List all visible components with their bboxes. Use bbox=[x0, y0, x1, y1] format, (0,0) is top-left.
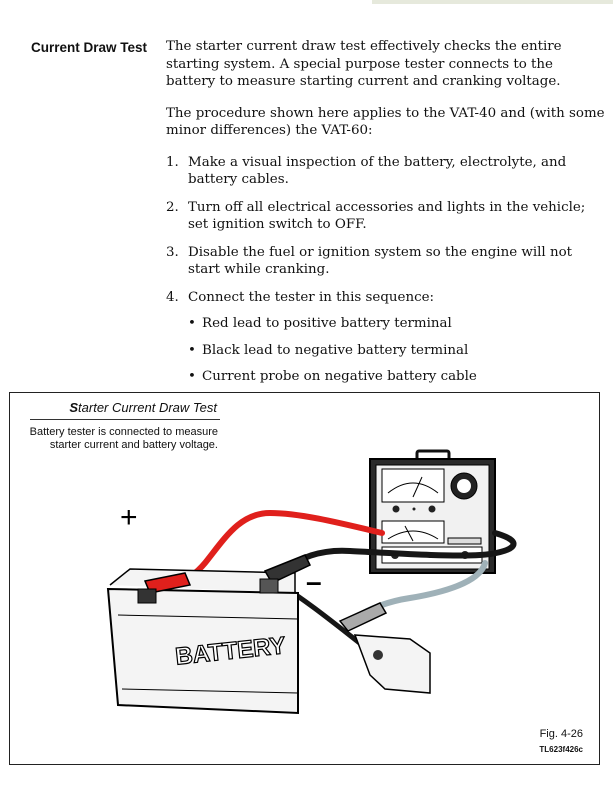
step-number: 4. bbox=[166, 289, 179, 305]
switch-row bbox=[447, 537, 482, 545]
battery-tester-illustration: BATTERY + – bbox=[106, 449, 517, 715]
negative-sign: – bbox=[306, 566, 322, 597]
step-text: Make a visual inspection of the battery,… bbox=[188, 154, 567, 188]
figure-title-initial: S bbox=[69, 400, 79, 415]
battery: BATTERY bbox=[106, 568, 299, 715]
black-lead bbox=[277, 530, 517, 574]
bullet-item: • Red lead to positive battery terminal bbox=[186, 315, 606, 333]
bullet-dot-icon: • bbox=[188, 342, 196, 358]
step-text: Disable the fuel or ignition system so t… bbox=[188, 244, 573, 278]
figure-title-rule bbox=[30, 419, 220, 420]
step-number: 3. bbox=[166, 244, 179, 260]
figure-code: TL623f426c bbox=[539, 745, 583, 754]
black-clamp bbox=[259, 554, 312, 594]
ammeter-dial bbox=[381, 520, 445, 544]
figure-title-rest: tarter Current Draw Test bbox=[78, 400, 217, 415]
procedure-note: The procedure shown here applies to the … bbox=[166, 105, 605, 139]
intro-paragraph: The starter current draw test effectivel… bbox=[166, 39, 562, 89]
bullet-item: • Black lead to negative battery terminal bbox=[186, 342, 606, 360]
bullet-dot-icon: • bbox=[188, 369, 196, 384]
voltmeter-needle bbox=[412, 476, 423, 498]
figure-frame: Starter Current Draw Test Battery tester… bbox=[9, 392, 600, 765]
engine-block bbox=[353, 634, 431, 694]
ground-bolt bbox=[373, 650, 383, 660]
step-number: 1. bbox=[166, 154, 179, 170]
step-text: Connect the tester in this sequence: bbox=[188, 289, 435, 305]
figure-number: Fig. 4-26 bbox=[539, 728, 583, 740]
positive-sign: + bbox=[120, 501, 138, 534]
bullet-item: • Current probe on negative battery cable bbox=[186, 368, 606, 386]
bullet-list: • Red lead to positive battery terminal •… bbox=[186, 315, 606, 386]
figure-caption-line: Battery tester is connected to measure bbox=[29, 426, 218, 438]
step-item: 1. Make a visual inspection of the batte… bbox=[166, 154, 606, 189]
ammeter-scale bbox=[387, 530, 439, 540]
figure-caption-line: starter current and battery voltage. bbox=[49, 439, 218, 451]
bullet-text: Red lead to positive battery terminal bbox=[202, 316, 452, 331]
voltmeter-dial bbox=[381, 468, 445, 503]
bullet-list-wrap: • Red lead to positive battery terminal •… bbox=[166, 315, 606, 386]
bullet-text: Current probe on negative battery cable bbox=[202, 369, 477, 384]
voltmeter-scale bbox=[387, 482, 439, 494]
battery-rib bbox=[121, 688, 299, 694]
figure-caption: Battery tester is connected to measure s… bbox=[20, 426, 218, 452]
step-item: 2. Turn off all electrical accessories a… bbox=[166, 199, 606, 234]
control-knob bbox=[428, 505, 436, 513]
current-probe-clamp bbox=[338, 602, 388, 632]
control-knob bbox=[392, 505, 400, 513]
section-heading: Current Draw Test bbox=[31, 40, 148, 55]
red-clamp bbox=[137, 572, 192, 604]
ammeter-needle bbox=[404, 525, 414, 542]
bullet-dot-icon: • bbox=[188, 316, 196, 331]
section-body: The starter current draw test effectivel… bbox=[166, 38, 606, 395]
bullet-text: Black lead to negative battery terminal bbox=[202, 342, 469, 358]
battery-case bbox=[106, 587, 299, 715]
indicator-dot bbox=[412, 507, 416, 511]
figure-title: Starter Current Draw Test bbox=[10, 400, 217, 415]
battery-rib bbox=[117, 614, 299, 620]
header-rule bbox=[372, 0, 613, 4]
step-item: 4. Connect the tester in this sequence: bbox=[166, 289, 606, 307]
selector-knob-center bbox=[457, 479, 471, 493]
step-number: 2. bbox=[166, 199, 179, 215]
step-text: Turn off all electrical accessories and … bbox=[188, 199, 586, 233]
step-item: 3. Disable the fuel or ignition system s… bbox=[166, 244, 606, 279]
